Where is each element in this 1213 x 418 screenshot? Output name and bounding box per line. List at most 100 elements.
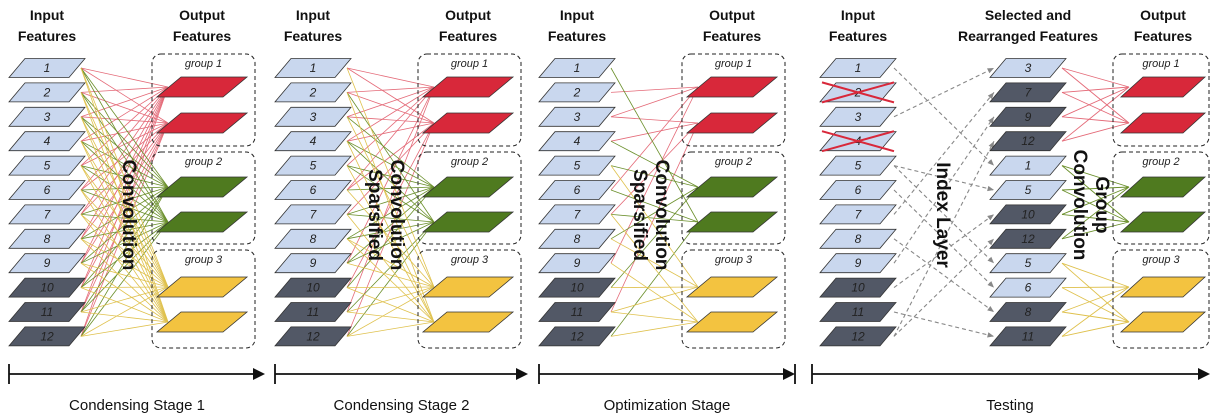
group-box bbox=[1112, 53, 1210, 147]
group-connection-line bbox=[1061, 165, 1130, 223]
group-connection-line bbox=[1061, 122, 1130, 142]
connection-line bbox=[80, 221, 169, 313]
input-header: Input bbox=[30, 7, 65, 23]
connection-line bbox=[346, 92, 435, 124]
feature-maps bbox=[8, 53, 1210, 384]
connection-line bbox=[346, 116, 435, 124]
connection-line bbox=[80, 311, 169, 323]
connection-line bbox=[80, 140, 169, 223]
feature-number: 11 bbox=[41, 305, 53, 319]
group-connection-line bbox=[1061, 321, 1130, 337]
connection-line bbox=[346, 165, 435, 223]
input-feature-map bbox=[819, 277, 897, 298]
input-feature-map bbox=[8, 131, 86, 152]
connection-line bbox=[80, 116, 169, 124]
connection-line bbox=[346, 67, 435, 288]
connection-line bbox=[80, 86, 169, 215]
input-feature-map bbox=[538, 253, 616, 274]
selected-feature-map bbox=[989, 302, 1067, 322]
output-feature-map bbox=[685, 276, 779, 298]
connection-line bbox=[610, 165, 699, 188]
connection-line bbox=[80, 140, 169, 288]
stage-arrow-head bbox=[253, 368, 265, 380]
connection-line bbox=[610, 189, 699, 223]
connection-line bbox=[80, 221, 169, 288]
input-feature-map bbox=[8, 326, 86, 347]
connection-line bbox=[80, 67, 169, 323]
connection-line bbox=[610, 286, 699, 313]
feature-number: 9 bbox=[44, 256, 51, 270]
connection-line bbox=[610, 86, 699, 93]
connection-line bbox=[610, 116, 699, 124]
connection-line bbox=[346, 286, 435, 288]
connection-line bbox=[610, 311, 699, 323]
connection-line bbox=[80, 92, 169, 323]
group-connection-line bbox=[1061, 67, 1130, 88]
output-header: Features bbox=[439, 28, 498, 44]
selected-feature-map bbox=[989, 82, 1067, 103]
group-connection-line bbox=[1061, 311, 1130, 323]
output-feature-map bbox=[155, 76, 249, 98]
output-feature-map bbox=[685, 311, 779, 333]
connection-line bbox=[346, 189, 435, 288]
group-connection-line bbox=[1061, 116, 1130, 124]
output-feature-map bbox=[685, 176, 779, 198]
connection-line bbox=[80, 67, 169, 288]
input-feature-map bbox=[8, 277, 86, 298]
group-box bbox=[151, 53, 256, 147]
connection-line bbox=[80, 221, 169, 264]
connection-line bbox=[610, 122, 699, 142]
output-feature-map bbox=[155, 112, 249, 134]
stage-label: Testing bbox=[986, 397, 1034, 414]
feature-number: 1 bbox=[44, 61, 51, 75]
feature-number: 6 bbox=[310, 183, 317, 197]
feature-number: 2 bbox=[573, 85, 581, 99]
feature-number: 9 bbox=[1025, 110, 1032, 124]
output-feature-map bbox=[155, 311, 249, 333]
group-label: group 2 bbox=[715, 156, 752, 168]
feature-number: 5 bbox=[310, 159, 317, 173]
feature-number: 11 bbox=[1022, 329, 1034, 343]
group-box bbox=[417, 53, 522, 147]
input-feature-map bbox=[274, 106, 352, 127]
index-arrow-head bbox=[987, 281, 994, 288]
connection-line bbox=[346, 238, 435, 323]
output-feature-map bbox=[421, 76, 515, 98]
feature-number: 12 bbox=[851, 329, 865, 343]
input-feature-map bbox=[819, 253, 897, 274]
group-label: group 2 bbox=[185, 156, 222, 168]
feature-number: 1 bbox=[310, 61, 317, 75]
group-label: group 1 bbox=[715, 58, 752, 70]
connection-line bbox=[80, 86, 169, 118]
connection-line bbox=[610, 86, 699, 264]
group-box bbox=[417, 151, 522, 245]
feature-number: 12 bbox=[1021, 134, 1035, 148]
group-connection-line bbox=[1061, 262, 1130, 323]
input-feature-map bbox=[819, 228, 897, 249]
connection-line bbox=[346, 86, 435, 264]
feature-number: 12 bbox=[40, 329, 54, 343]
output-header: Features bbox=[173, 28, 232, 44]
feature-number: 1 bbox=[574, 61, 581, 75]
connection-line bbox=[610, 140, 699, 188]
input-feature-map bbox=[538, 106, 616, 127]
index-arrow-head bbox=[988, 116, 994, 124]
index-arrow-head bbox=[987, 68, 994, 74]
index-arrow-head bbox=[987, 332, 994, 338]
output-feature-map bbox=[155, 176, 249, 198]
connection-line bbox=[80, 67, 169, 223]
connection-line bbox=[346, 67, 435, 124]
connection-line bbox=[346, 122, 435, 337]
connection-line bbox=[80, 186, 169, 288]
input-feature-map bbox=[819, 155, 897, 176]
group-connection-line bbox=[1061, 286, 1130, 313]
feature-number: 3 bbox=[574, 110, 581, 124]
feature-number: 9 bbox=[310, 256, 317, 270]
output-feature-map bbox=[155, 211, 249, 233]
connection-line bbox=[80, 116, 169, 288]
input-feature-map bbox=[274, 302, 352, 322]
feature-number: 12 bbox=[306, 329, 320, 343]
group-connection-line bbox=[1061, 189, 1130, 223]
connection-line bbox=[80, 221, 169, 337]
connection-line bbox=[80, 86, 169, 142]
